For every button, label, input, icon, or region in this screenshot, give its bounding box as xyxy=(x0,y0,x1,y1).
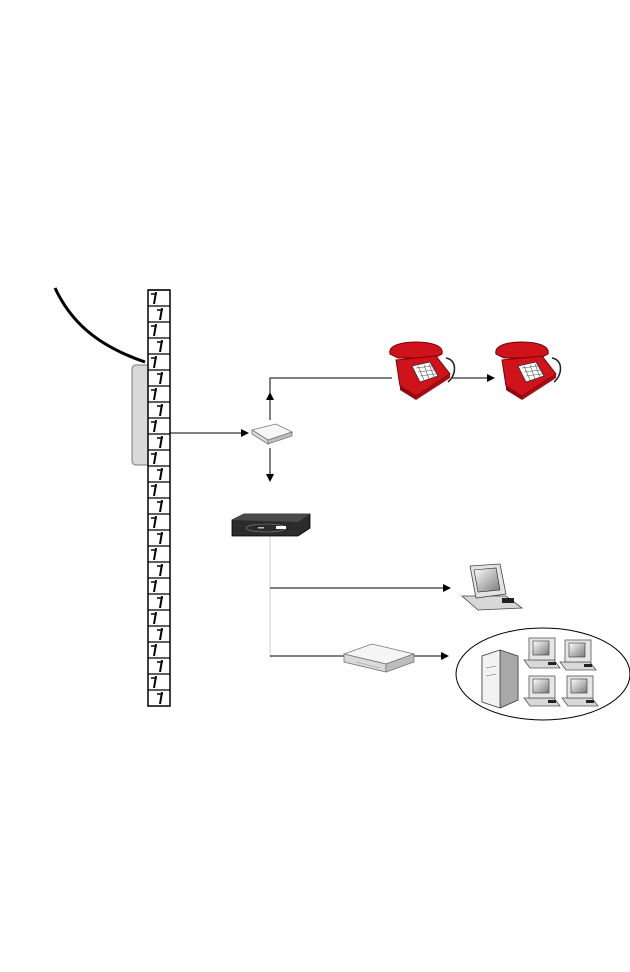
splitter-icon xyxy=(252,424,292,444)
telephone-icon xyxy=(390,342,455,400)
telephone-icon xyxy=(496,342,561,400)
modem-icon xyxy=(232,514,310,536)
connection-lines xyxy=(170,378,494,658)
lan-computer-icon xyxy=(524,638,560,668)
lan-computer-icon xyxy=(560,640,596,670)
computer-icon xyxy=(462,564,522,610)
brick-wall-icon xyxy=(148,290,170,706)
network-lan-icon xyxy=(456,628,630,720)
server-icon xyxy=(482,650,518,708)
lan-computer-icon xyxy=(524,676,560,706)
lan-computer-icon xyxy=(562,676,598,706)
network-hub-icon xyxy=(344,644,414,672)
telephone-line-cable-icon xyxy=(55,288,145,362)
